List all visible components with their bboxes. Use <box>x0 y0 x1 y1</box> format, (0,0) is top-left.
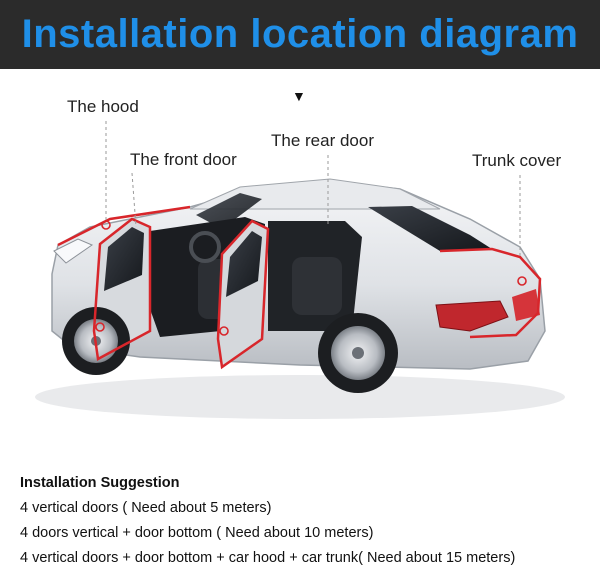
seal-strip-hood <box>57 205 191 247</box>
car-illustration <box>35 121 565 419</box>
rear-window <box>368 206 492 251</box>
front-door-window <box>104 227 144 291</box>
label-trunk-cover: Trunk cover <box>472 151 562 170</box>
label-front-door: The front door <box>130 150 237 169</box>
header-banner: Installation location diagram <box>0 0 600 69</box>
tail-light-side <box>512 289 540 321</box>
seal-strip-trunk <box>439 247 542 339</box>
callout-dot-trunk <box>517 276 527 286</box>
label-rear-door: The rear door <box>271 131 374 150</box>
installation-diagram: The hood The front door The rear door Tr… <box>0 69 600 460</box>
suggestion-option: 4 doors vertical + door bottom ( Need ab… <box>20 525 374 541</box>
rear-door-window <box>226 231 262 297</box>
rear-wheel <box>318 313 398 393</box>
headlight <box>53 238 94 264</box>
steering-wheel <box>189 231 221 263</box>
windshield <box>196 193 262 229</box>
installation-suggestions: Installation Suggestion 4 vertical doors… <box>20 471 595 566</box>
page-title: Installation location diagram <box>21 12 579 56</box>
down-arrow-icon: ▼ <box>292 88 306 104</box>
car-shadow <box>35 375 565 419</box>
callout-dot-front-door <box>95 322 105 332</box>
rear-seat <box>292 257 342 315</box>
callout-dot-hood <box>101 220 111 230</box>
label-hood: The hood <box>67 97 139 116</box>
suggestion-title: Installation Suggestion <box>20 475 180 491</box>
callout-dot-rear-door <box>219 326 229 336</box>
seal-strip-front-door <box>92 217 152 361</box>
seal-strip-rear-door <box>216 219 270 370</box>
suggestion-option: 4 vertical doors + door bottom + car hoo… <box>20 550 516 566</box>
tail-light <box>435 300 509 332</box>
suggestion-option: 4 vertical doors ( Need about 5 meters) <box>20 500 272 516</box>
